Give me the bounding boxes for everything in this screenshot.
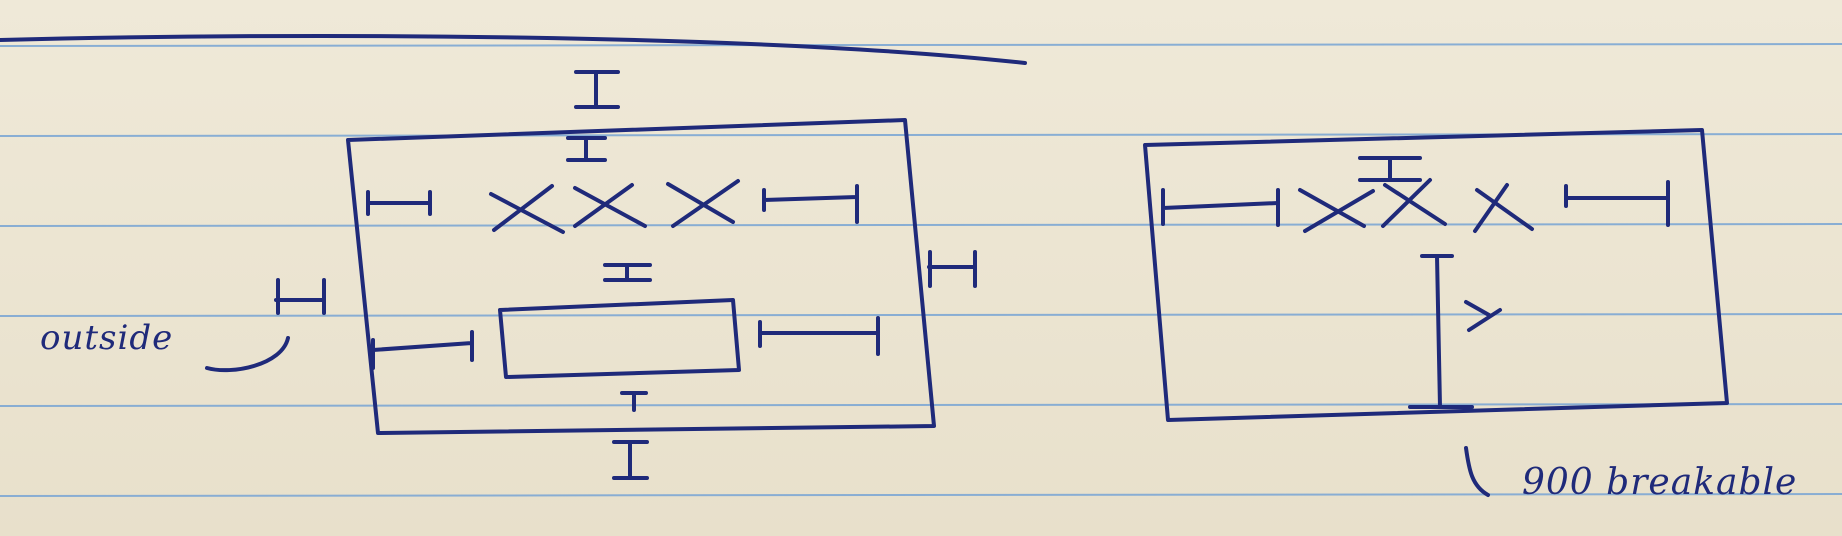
item-x: [573, 183, 647, 228]
outside-right-margin-mark: [927, 250, 977, 288]
right-frame: [1143, 128, 1729, 422]
right-row1-padding-mark: [762, 184, 859, 224]
left-frame: [346, 118, 936, 435]
outside-label: outside: [40, 318, 174, 358]
bottom-outer-spacing-i: [612, 440, 649, 480]
ruled-line: [0, 403, 1842, 407]
item-x: [666, 179, 740, 228]
content-box: [498, 298, 741, 379]
ruled-line: [0, 43, 1842, 47]
outside-left-margin-mark: [274, 278, 326, 315]
item-x: [1473, 183, 1534, 233]
right-right-padding-mark: [1564, 180, 1670, 227]
item-x: [1298, 188, 1375, 233]
ruled-line: [0, 313, 1842, 317]
left-row1-padding-mark: [366, 190, 432, 216]
breakable-mark: [1464, 300, 1502, 332]
right-left-padding-mark: [1161, 188, 1280, 227]
ruled-line: [0, 493, 1842, 497]
top-stroke: [0, 33, 1027, 65]
flex-spacing-i: [1408, 254, 1474, 409]
ruled-line: [0, 223, 1842, 227]
right-top-spacing-i: [1358, 156, 1422, 182]
bottom-inner-spacing-i: [620, 391, 648, 412]
item-x: [489, 184, 565, 234]
breakable-note: 900 breakable: [1522, 462, 1798, 503]
mid-spacing-i: [603, 263, 652, 282]
outside-pointer-arrow: [205, 336, 290, 373]
ruled-lines: [0, 43, 1842, 497]
top-inner-spacing-i: [566, 136, 607, 162]
item-x: [1381, 178, 1447, 228]
bottom-note-pointer: [1464, 446, 1490, 497]
left-row2-padding-mark: [371, 330, 474, 370]
right-row2-padding-mark: [758, 316, 880, 356]
top-outer-spacing-i: [574, 70, 620, 109]
